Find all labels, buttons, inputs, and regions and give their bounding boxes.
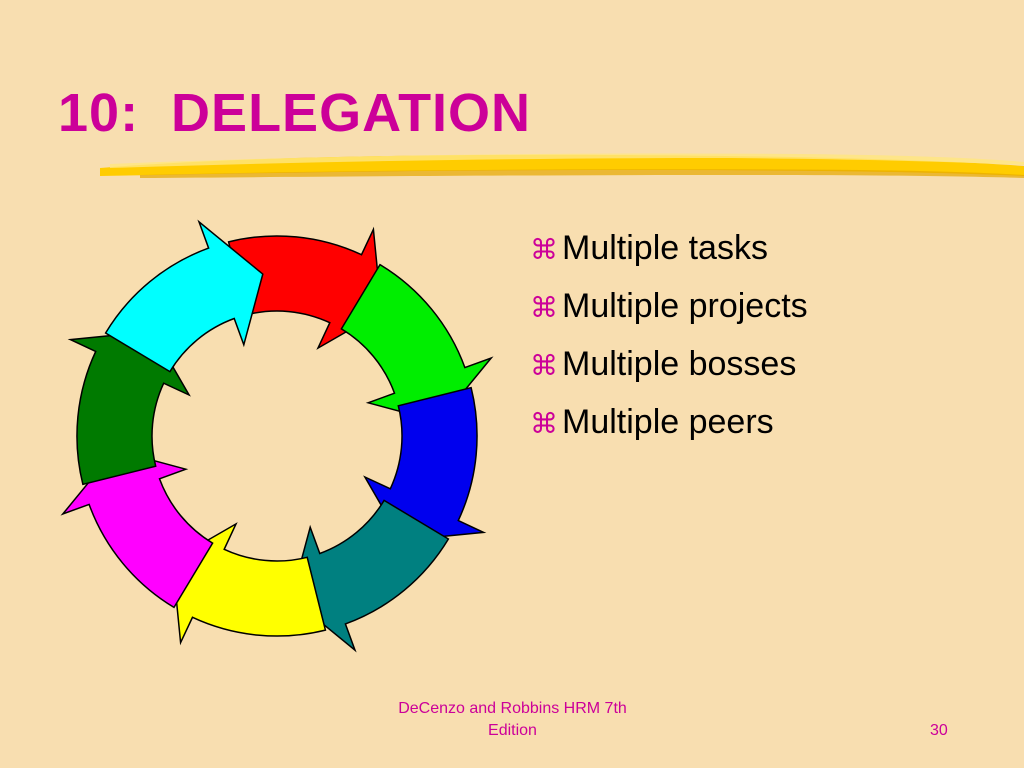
bullet-text: Multiple peers: [562, 403, 774, 441]
cycle-arrows-diagram: [60, 219, 494, 653]
list-item: ⌘ Multiple bosses: [530, 336, 808, 394]
command-key-icon: ⌘: [530, 291, 558, 324]
footer-line-2: Edition: [488, 722, 537, 739]
footer-source: DeCenzo and Robbins HRM 7th Edition: [340, 698, 685, 742]
list-item: ⌘ Multiple tasks: [530, 220, 808, 278]
bullet-text: Multiple bosses: [562, 345, 797, 383]
list-item: ⌘ Multiple projects: [530, 278, 808, 336]
command-key-icon: ⌘: [530, 233, 558, 266]
bullet-text: Multiple projects: [562, 287, 808, 325]
title-underline-brushstroke: [100, 153, 1024, 178]
command-key-icon: ⌘: [530, 349, 558, 382]
bullet-text: Multiple tasks: [562, 229, 768, 267]
page-number: 30: [930, 722, 948, 739]
cycle-arrow-segment: [104, 219, 264, 373]
bullet-list: ⌘ Multiple tasks ⌘ Multiple projects ⌘ M…: [530, 220, 808, 452]
list-item: ⌘ Multiple peers: [530, 394, 808, 452]
command-key-icon: ⌘: [530, 407, 558, 440]
footer-line-1: DeCenzo and Robbins HRM 7th: [398, 700, 627, 717]
slide-title: 10: DELEGATION: [58, 83, 532, 143]
